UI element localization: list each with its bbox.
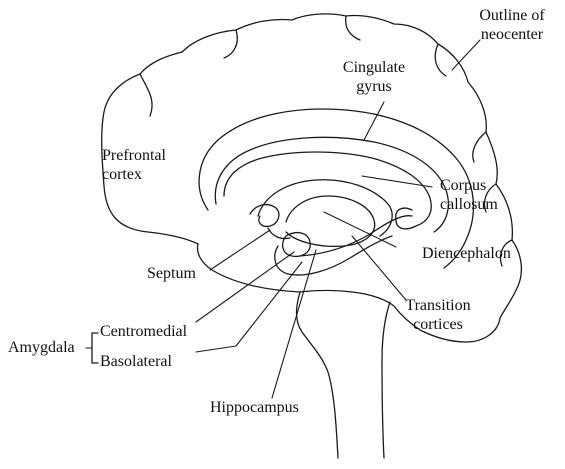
label-transition-cortices: Transition cortices	[388, 296, 488, 334]
label-hippocampus: Hippocampus	[210, 398, 299, 417]
amygdala-bracket	[92, 333, 98, 363]
leader-corpus	[362, 176, 432, 187]
label-prefrontal-cortex: Prefrontal cortex	[102, 146, 166, 184]
transition-cortex-band	[300, 216, 412, 256]
sulcus-line-5	[473, 132, 486, 162]
leader-septum	[210, 230, 270, 270]
brainstem-left	[297, 292, 339, 458]
leader-basolateral-2	[236, 262, 302, 346]
leader-transition	[352, 236, 406, 300]
leader-cingulate	[364, 102, 384, 140]
label-corpus-callosum: Corpus callosum	[440, 176, 498, 214]
label-basolateral: Basolateral	[100, 352, 172, 371]
leader-neocenter	[452, 40, 480, 70]
label-outline-of-neocenter: Outline of neocenter	[468, 6, 556, 44]
septum-region	[250, 205, 279, 227]
leader-basolateral	[196, 346, 236, 352]
sulcus-line-3	[346, 16, 360, 40]
sulcus-line-2	[224, 30, 237, 58]
corpus-callosum-inner	[224, 152, 431, 226]
label-amygdala: Amygdala	[8, 338, 75, 357]
label-septum: Septum	[147, 264, 196, 283]
label-diencephalon: Diencephalon	[422, 244, 511, 263]
corpus-callosum-splenium	[396, 208, 416, 229]
amygdala-outline	[283, 233, 311, 257]
label-centromedial: Centromedial	[100, 322, 187, 341]
fornix-arc	[258, 180, 392, 236]
corpus-callosum-outer	[215, 137, 448, 232]
sulcus-line-1	[140, 74, 152, 116]
label-cingulate-gyrus: Cingulate gyrus	[324, 58, 424, 96]
leader-centromedial	[196, 252, 294, 322]
